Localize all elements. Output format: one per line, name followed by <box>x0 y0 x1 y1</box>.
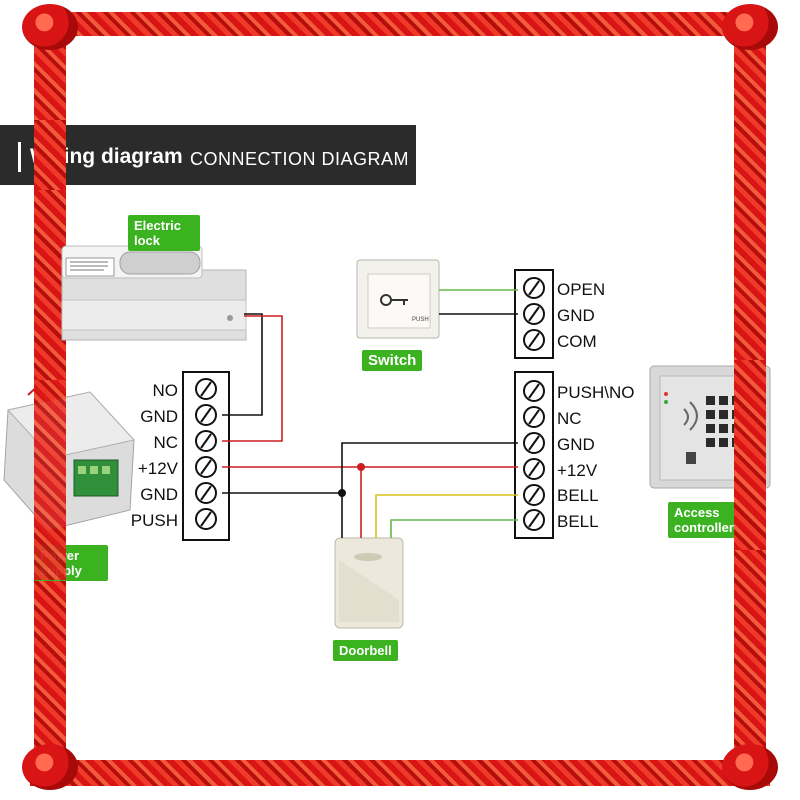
wire-lock-black <box>222 313 263 416</box>
header-title-bold: Wiring diagram <box>30 145 183 168</box>
supply-terminal-label: NC <box>153 433 178 452</box>
wire-junction-dot <box>338 489 346 497</box>
wire-lock-red <box>222 315 283 442</box>
power-supply-device <box>3 383 135 531</box>
frame-corner-ornament <box>22 744 78 790</box>
controller-terminal-label: PUSH\NO <box>557 383 635 402</box>
controller-terminal-label: +12V <box>557 461 598 480</box>
tag-doorbell: Doorbell <box>333 640 398 661</box>
frame-top-border <box>30 12 770 36</box>
frame-corner-ornament <box>722 744 778 790</box>
wire-junction-dot <box>357 463 365 471</box>
switch-terminal-label: GND <box>557 306 595 325</box>
frame-left-overlap <box>34 120 66 190</box>
controller-terminal-block <box>514 371 554 539</box>
electric-lock-device <box>61 245 247 341</box>
wire-gnd-black <box>222 442 518 494</box>
header-bar <box>0 125 416 185</box>
exit-switch-device: PUSH <box>356 259 440 339</box>
header-separator <box>18 142 21 172</box>
header-title-regular: CONNECTION DIAGRAM <box>190 149 410 169</box>
supply-terminal-label: NO <box>152 381 179 400</box>
controller-terminal-label: GND <box>557 435 595 454</box>
switch-terminal-label: COM <box>557 332 597 351</box>
supply-terminal-label: GND <box>140 485 178 504</box>
supply-terminal-block <box>182 371 230 541</box>
supply-terminal-label: +12V <box>137 459 178 478</box>
switch-terminal-label: OPEN <box>557 280 606 299</box>
supply-terminal-label: PUSH <box>130 511 178 530</box>
supply-terminal-label: GND <box>140 407 178 426</box>
frame-corner-ornament <box>22 4 78 50</box>
wire-bell-yellow <box>375 494 518 538</box>
controller-terminal-label: NC <box>557 409 582 428</box>
wire-bell-green <box>390 519 518 538</box>
tag-electric-lock: Electric lock <box>128 215 200 251</box>
frame-left-overlap <box>34 380 66 580</box>
controller-terminal-label: BELL <box>557 512 599 531</box>
frame-corner-ornament <box>722 4 778 50</box>
controller-terminal-label: BELL <box>557 486 599 505</box>
doorbell-device <box>334 537 404 629</box>
exit-button-text: PUSH <box>412 317 429 323</box>
switch-terminal-block <box>514 269 554 359</box>
frame-right-overlap <box>734 360 766 550</box>
tag-switch: Switch <box>362 350 423 371</box>
frame-bottom-border <box>30 760 770 786</box>
